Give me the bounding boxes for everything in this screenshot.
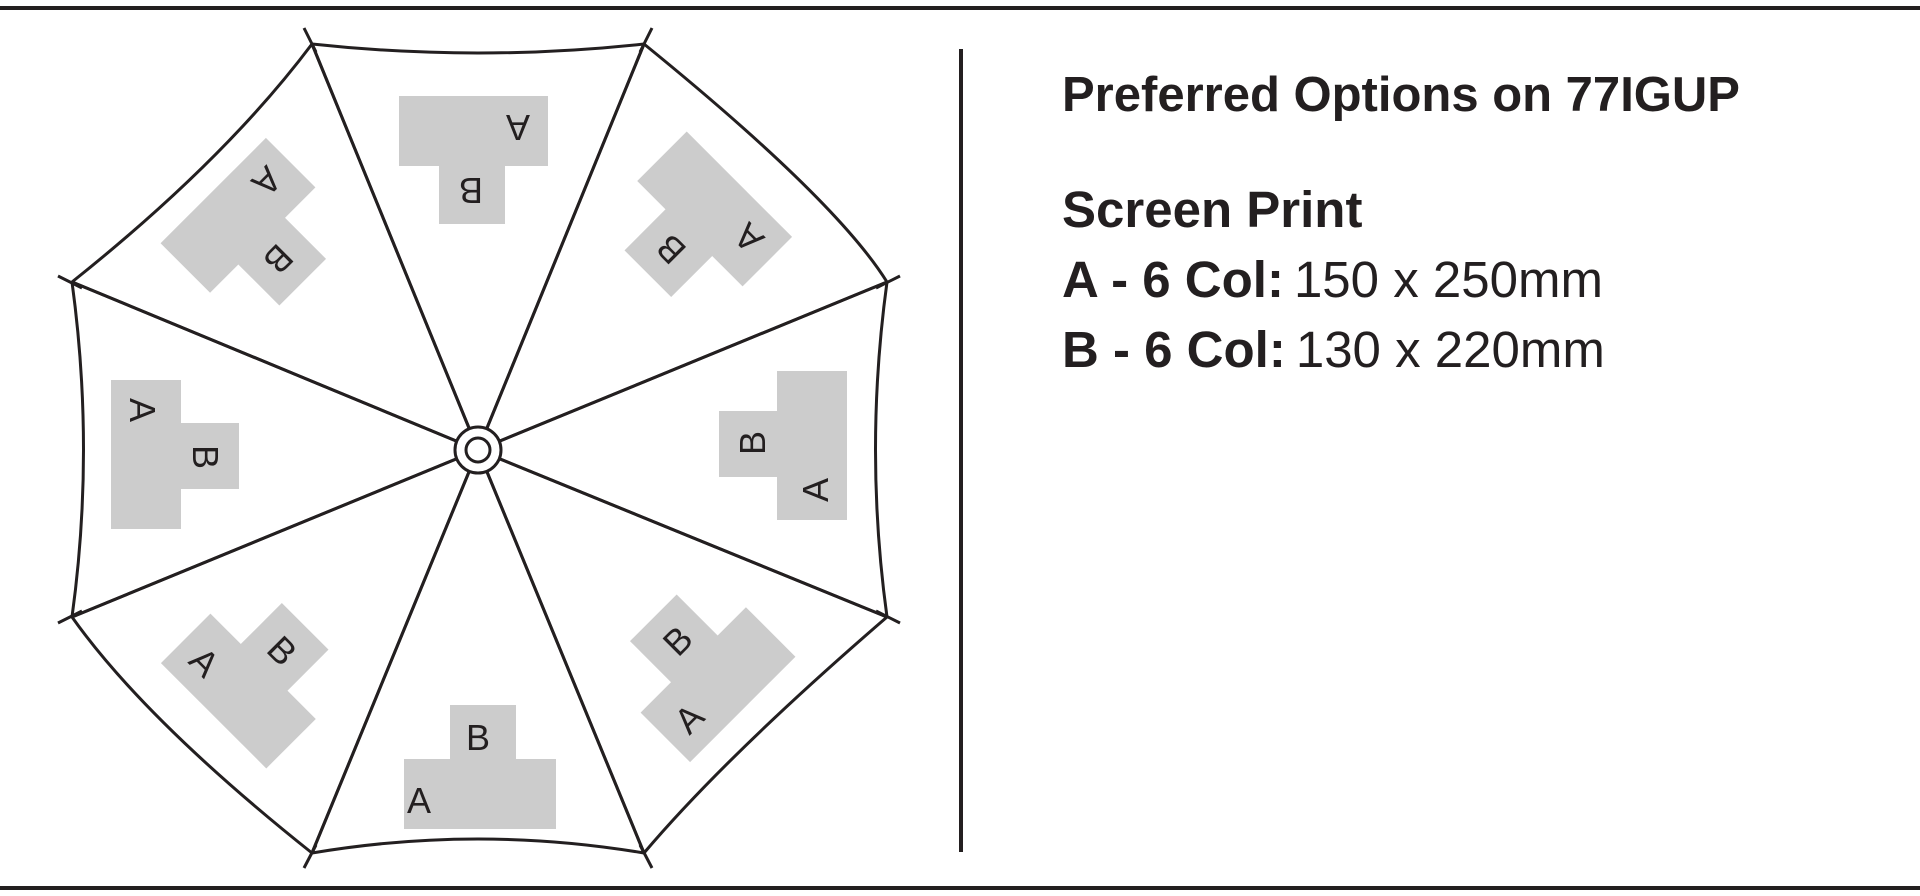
print-area-panel-top: A B <box>399 96 548 224</box>
print-area-b <box>179 423 239 489</box>
print-area-b-label: B <box>185 445 226 469</box>
print-area-panel-right: A B <box>719 371 847 520</box>
print-area-a <box>111 380 181 529</box>
print-area-b <box>624 207 714 298</box>
print-area-b <box>239 602 329 693</box>
print-area-b-label: B <box>466 717 490 758</box>
page-title: Preferred Options on 77IGUP <box>1062 68 1740 122</box>
print-option-b: B - 6 Col:130 x 220mm <box>1062 315 1882 385</box>
print-area-a <box>777 371 847 520</box>
print-area-b <box>629 594 720 684</box>
print-areas: A B A B A B A B A B <box>111 96 847 829</box>
print-area-b-label: B <box>732 431 773 455</box>
print-area-b <box>450 705 516 765</box>
print-options-panel: Preferred Options on 77IGUP Screen Print… <box>1062 55 1882 385</box>
umbrella-hub <box>453 425 503 475</box>
top-border-line <box>0 6 1920 10</box>
print-option-a-label: A - 6 Col: <box>1062 251 1284 308</box>
print-area-panel-bottom: A B <box>404 705 556 829</box>
print-area-b <box>236 216 327 306</box>
print-area-a <box>160 613 316 769</box>
print-option-a: A - 6 Col:150 x 250mm <box>1062 245 1882 315</box>
print-area-b-label: B <box>459 170 483 211</box>
print-area-panel-left: A B <box>111 380 239 529</box>
umbrella-ribs-overlay <box>71 43 888 854</box>
print-area-panel-top-right: A B <box>624 131 793 298</box>
umbrella-canopy-outline <box>70 42 889 855</box>
print-area-b <box>439 164 505 224</box>
print-area-a-label: A <box>122 398 163 422</box>
print-area-a <box>160 137 316 293</box>
print-option-b-label: B - 6 Col: <box>1062 321 1286 378</box>
print-area-panel-top-left: A B <box>160 137 327 306</box>
print-area-b <box>719 411 779 477</box>
print-area-a <box>640 607 796 763</box>
print-area-a-label: A <box>407 780 431 821</box>
bottom-border-line <box>0 886 1920 890</box>
print-area-panel-bottom-right: A B <box>629 594 796 763</box>
print-area-a <box>637 131 793 287</box>
print-area-a <box>399 96 548 166</box>
print-area-a-label: A <box>795 478 836 502</box>
print-area-panel-bottom-left: A B <box>160 602 329 769</box>
print-option-a-size: 150 x 250mm <box>1293 251 1603 308</box>
print-method-title: Screen Print <box>1062 181 1363 238</box>
print-area-a-label: A <box>506 107 530 148</box>
vertical-divider <box>959 49 963 852</box>
print-option-b-size: 130 x 220mm <box>1295 321 1605 378</box>
umbrella-diagram: A B A B A B A B A B <box>57 27 901 869</box>
print-area-a <box>404 759 556 829</box>
